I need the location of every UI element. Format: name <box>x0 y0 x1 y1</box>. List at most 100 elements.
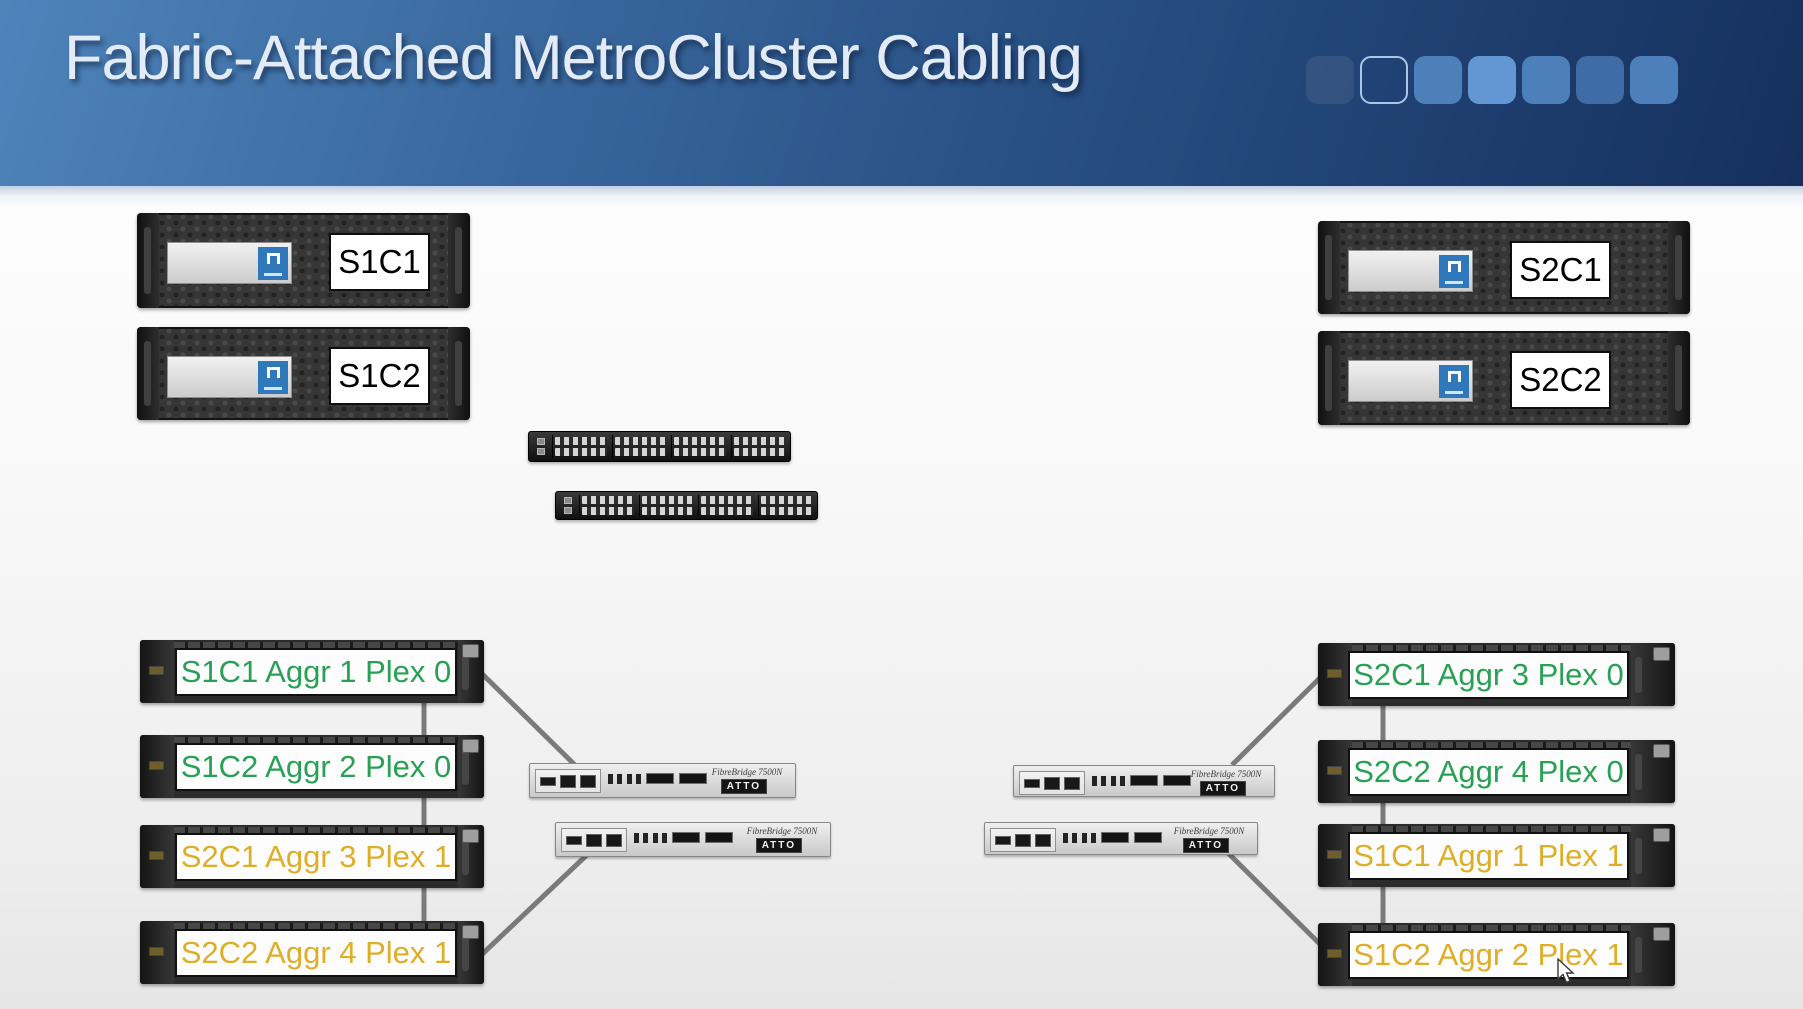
shelf-label: S1C1 Aggr 1 Plex 0 <box>175 648 457 696</box>
shelf-led <box>1327 949 1342 958</box>
shelf-corner-tab <box>462 925 479 939</box>
controller-s2c1: S2C1 <box>1318 221 1690 314</box>
netapp-n-glyph <box>266 253 280 264</box>
ethernet-port <box>1015 833 1031 847</box>
deco-square <box>1576 56 1624 104</box>
shelf-corner-tab <box>462 829 479 843</box>
handle-grip <box>1325 234 1332 301</box>
title-bar: Fabric-Attached MetroCluster Cabling <box>0 0 1803 186</box>
port-row <box>614 436 666 445</box>
ethernet-port <box>560 774 576 788</box>
wide-port <box>1134 832 1162 843</box>
controller-right-handle <box>448 213 470 308</box>
bridge-mgmt-ports <box>990 828 1056 852</box>
bridge-mgmt-ports <box>535 769 601 793</box>
disk-shelf: S1C1 Aggr 1 Plex 1 <box>1318 824 1675 887</box>
port-pair <box>634 832 648 843</box>
shelf-drive-row <box>1321 925 1672 931</box>
controller-left-handle <box>137 213 159 308</box>
switch-port-group <box>730 435 788 458</box>
header-fade-band <box>0 186 1803 208</box>
controller-right-handle <box>448 327 470 420</box>
port-row <box>582 506 634 515</box>
wide-port <box>1101 832 1129 843</box>
ethernet-port <box>580 774 596 788</box>
port-row <box>701 506 753 515</box>
handle-grip <box>144 227 151 294</box>
mgmt-port <box>563 507 572 514</box>
shelf-led <box>149 666 164 675</box>
controller-right-handle <box>1668 221 1690 314</box>
controller-bezel-strip <box>167 356 292 398</box>
switch-port-group <box>757 495 815 516</box>
netapp-logo <box>1439 255 1469 288</box>
handle-grip <box>144 340 151 407</box>
port-row <box>641 506 693 515</box>
controller-right-handle <box>1668 331 1690 425</box>
port-row <box>555 448 607 457</box>
switch-port-group <box>698 495 755 516</box>
fc-switch-1 <box>528 431 791 462</box>
port-pair <box>1063 832 1077 843</box>
atto-logo: ATTO <box>755 838 802 853</box>
port-pair <box>1092 775 1106 786</box>
port-row <box>614 448 666 457</box>
deco-square <box>1414 56 1462 104</box>
controller-bezel-strip <box>1348 250 1473 292</box>
deco-square <box>1306 56 1354 104</box>
netapp-logo <box>258 247 288 280</box>
switch-port-group <box>579 495 636 516</box>
controller-s2c2: S2C2 <box>1318 331 1690 425</box>
wide-port <box>705 832 733 843</box>
shelf-led <box>149 947 164 956</box>
controller-s1c2: S1C2 <box>137 327 470 420</box>
switch-mgmt-ports <box>559 495 576 516</box>
controller-label-text: S1C1 <box>338 243 421 280</box>
switch-port-group <box>671 435 728 458</box>
shelf-left-endcap <box>1318 740 1352 803</box>
shelf-label: S2C1 Aggr 3 Plex 1 <box>175 833 457 881</box>
shelf-label: S2C2 Aggr 4 Plex 0 <box>1348 748 1629 796</box>
wide-port <box>1163 775 1191 786</box>
mgmt-port <box>536 438 545 445</box>
shelf-drive-row <box>1321 826 1672 832</box>
bridge-model-text: FibreBridge 7500N <box>746 826 818 836</box>
controller-left-handle <box>1318 221 1340 314</box>
deco-square <box>1360 56 1408 104</box>
shelf-label-text: S2C1 Aggr 3 Plex 0 <box>1353 657 1624 692</box>
mgmt-port <box>563 497 572 504</box>
shelf-left-endcap <box>1318 643 1352 706</box>
netapp-n-glyph <box>1447 371 1461 382</box>
ethernet-port <box>606 833 622 847</box>
shelf-drive-row <box>143 827 481 833</box>
shelf-label: S2C1 Aggr 3 Plex 0 <box>1348 651 1629 699</box>
controller-label-text: S2C2 <box>1519 361 1602 398</box>
shelf-corner-tab <box>462 644 479 658</box>
netapp-logo <box>258 361 288 394</box>
fibre-bridge-left-2: FibreBridge 7500N ATTO <box>555 822 831 857</box>
wide-port <box>672 832 700 843</box>
shelf-left-endcap <box>140 921 174 984</box>
fibre-bridge-left-1: FibreBridge 7500N ATTO <box>529 763 796 798</box>
atto-logo: ATTO <box>720 779 767 794</box>
fibre-bridge-right-2: FibreBridge 7500N ATTO <box>984 822 1258 855</box>
sfp-port <box>566 835 582 845</box>
deco-square <box>1522 56 1570 104</box>
port-row <box>701 496 753 505</box>
shelf-label-text: S1C1 Aggr 1 Plex 0 <box>180 654 452 689</box>
bridge-model-text: FibreBridge 7500N <box>1190 769 1262 779</box>
shelf-left-endcap <box>1318 824 1352 887</box>
ethernet-port <box>586 833 602 847</box>
handle-grip <box>455 340 462 407</box>
handle-grip <box>1325 345 1332 411</box>
shelf-led <box>149 851 164 860</box>
shelf-label: S1C1 Aggr 1 Plex 1 <box>1348 832 1629 880</box>
disk-shelf: S2C1 Aggr 3 Plex 0 <box>1318 643 1675 706</box>
bridge-model-text: FibreBridge 7500N <box>711 767 783 777</box>
shelf-drive-row <box>1321 742 1672 748</box>
shelf-left-endcap <box>140 825 174 888</box>
controller-label: S2C1 <box>1510 241 1611 299</box>
switch-port-group <box>552 435 609 458</box>
atto-logo: ATTO <box>1182 838 1229 853</box>
disk-shelf: S2C1 Aggr 3 Plex 1 <box>140 825 484 888</box>
